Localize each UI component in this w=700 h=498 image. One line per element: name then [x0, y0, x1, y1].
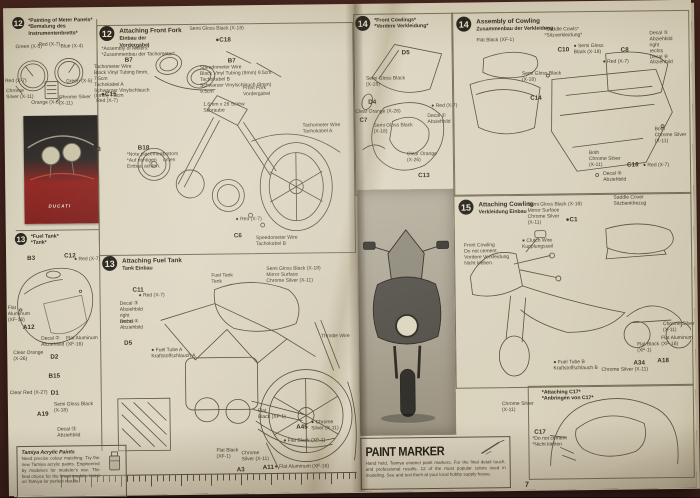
finished-model-photo-detail [357, 189, 456, 436]
part-label: Clear Orange (X-26) [13, 351, 43, 363]
part-label: Clear Red (X-27) [10, 391, 48, 397]
front-fork-diagram [98, 36, 354, 251]
step-badge-14-cowl: 14 [355, 16, 370, 31]
part-label: Red (X-7) [38, 43, 60, 49]
cockpit-photo: DUCATI [23, 115, 98, 224]
meter-panel-diagram [12, 49, 95, 114]
tamiya-note-body: Need precise colour matching. Try the ne… [22, 455, 100, 485]
bike-logo-text: DUCATI [48, 203, 71, 208]
attach-c17-diagram [536, 390, 689, 476]
step-badge-15: 15 [458, 199, 473, 214]
section-title-attach-cowling: Attaching Cowling [478, 201, 533, 209]
assembly-cowling-diagram [455, 34, 687, 193]
marker-pen-icon [479, 439, 505, 455]
left-column-rule [16, 229, 99, 231]
section-subtitle-attach-cowling: Verkleidung Einbau [479, 209, 527, 216]
finished-model-photo [357, 189, 456, 436]
step-badge-12-paint: 12 [12, 17, 24, 29]
part-label: D2 [50, 354, 58, 361]
step-badge-13-tank: 13 [15, 233, 27, 245]
page-number: 7 [525, 480, 529, 489]
step-badge-12-fork: 12 [99, 26, 114, 41]
section-subtitle-front-cowlings: *Vordere Verkleidung* [374, 23, 428, 30]
paint-marker-note: PAINT MARKER Hand held, Tamiya enamel pa… [360, 436, 511, 490]
section-subtitle-assembly: Zusammenbau der Verkleidung [476, 26, 553, 33]
attach-tank-diagram [64, 262, 359, 476]
part-label: A19 [37, 411, 49, 418]
spray-can-icon [106, 450, 122, 472]
section-subtitle-attach-c17: *Anbringen von C17* [542, 395, 594, 402]
section-subtitle-front-fork: Einbau der Vordergabel [119, 35, 149, 48]
attach-cowling-diagram [456, 214, 692, 385]
paint-marker-title: PAINT MARKER [365, 445, 444, 460]
section-title-front-fork: Attaching Front Fork [119, 27, 181, 35]
section-subtitle-attach-tank: Tank Einbau [122, 265, 153, 272]
section-subtitle-fuel-tank: *Tank* [31, 240, 47, 247]
step-badge-14-assembly: 14 [456, 17, 471, 32]
section-subtitle-paint-meters: *Bemalung des Instrumentenbretts* [28, 23, 96, 37]
manual-spread: 12 *Painting of Meter Panels* *Bemalung … [3, 0, 697, 496]
paint-marker-body: Hand held, Tamiya enamel paint markers. … [366, 459, 506, 478]
part-label: D1 [51, 390, 59, 397]
part-label: B15 [49, 373, 61, 380]
tamiya-paint-note: Tamiya Acrylic Paints Need precise colou… [16, 445, 127, 498]
section-title-attach-tank: Attaching Fuel Tank [122, 257, 182, 265]
section-title-assembly: Assembly of Cowling [476, 18, 540, 26]
front-cowlings-diagram [353, 37, 453, 190]
